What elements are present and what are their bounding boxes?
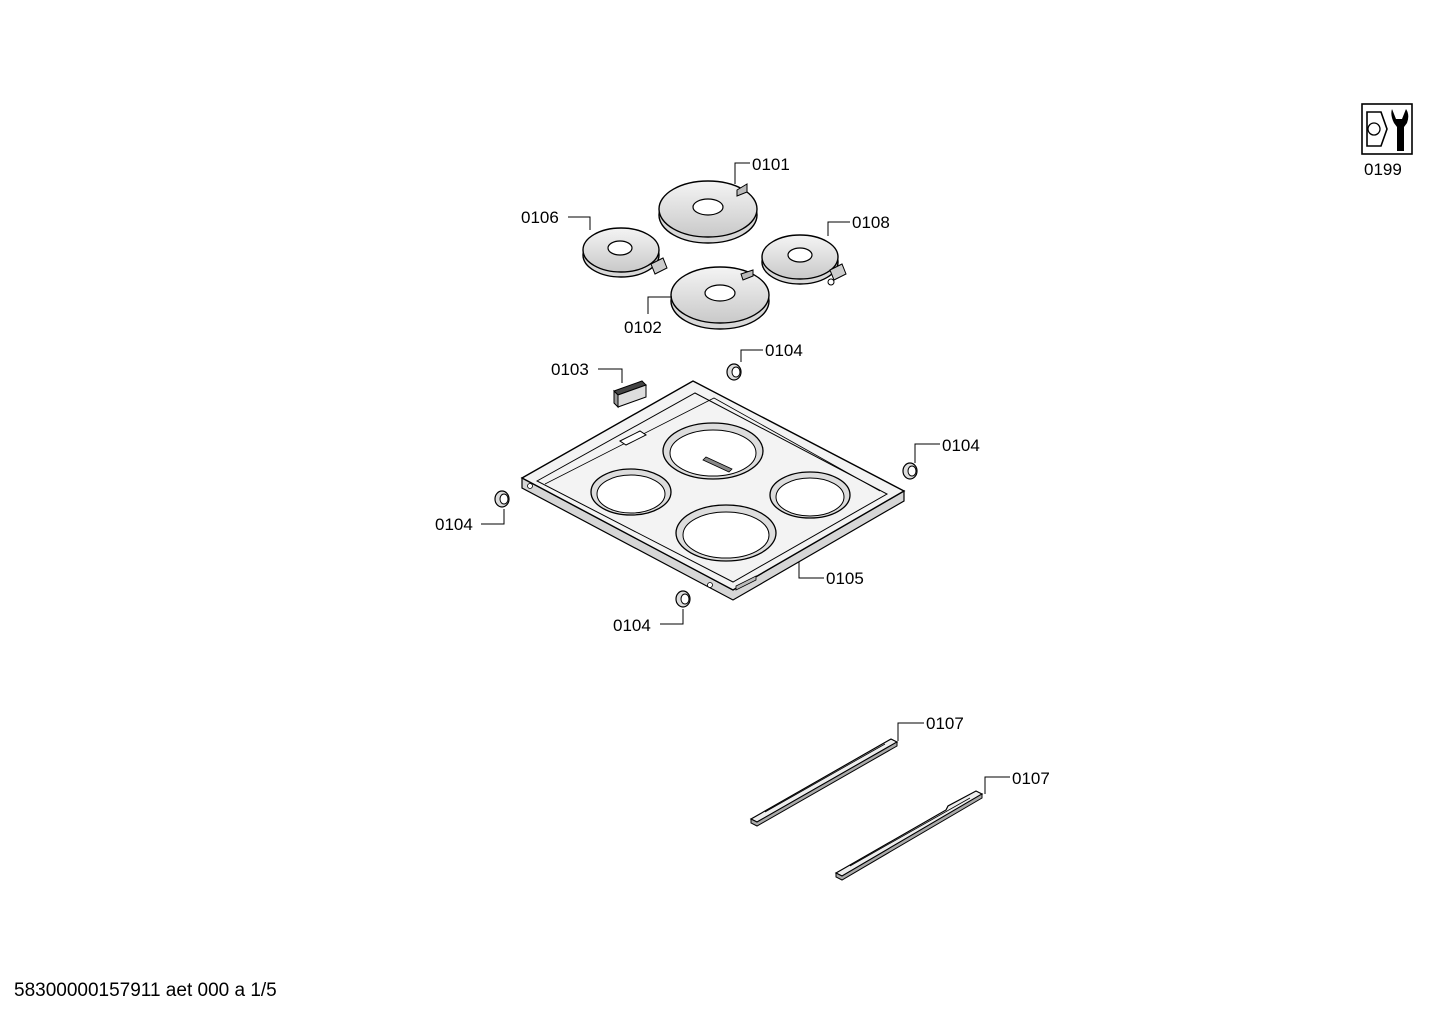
cooktop-panel-0105[interactable]	[520, 380, 906, 601]
label-0105: 0105	[826, 569, 864, 588]
label-0104-left: 0104	[435, 515, 473, 534]
label-0102: 0102	[624, 318, 662, 337]
label-0106: 0106	[521, 208, 559, 227]
label-0108: 0108	[852, 213, 890, 232]
hotplate-0102[interactable]	[670, 266, 770, 330]
document-id: 58300000157911 aet 000 a 1/5	[14, 980, 277, 1001]
label-0101: 0101	[752, 155, 790, 174]
nut-wrench-icon[interactable]	[1361, 103, 1413, 155]
label-0104-bottom: 0104	[613, 616, 651, 635]
hotplate-0106[interactable]	[582, 227, 668, 278]
label-0104-right: 0104	[942, 436, 980, 455]
trim-strip-0107-b[interactable]	[834, 790, 984, 881]
label-0103: 0103	[551, 360, 589, 379]
trim-strip-0107-a[interactable]	[749, 738, 899, 827]
knob-cap-0104-bottom[interactable]	[675, 590, 691, 608]
label-0199: 0199	[1364, 160, 1402, 179]
label-0104-top: 0104	[765, 341, 803, 360]
hotplate-0101[interactable]	[658, 180, 758, 244]
label-0107-b: 0107	[1012, 769, 1050, 788]
knob-cap-0104-left[interactable]	[494, 490, 510, 508]
clip-0103[interactable]	[613, 380, 647, 409]
label-0107-a: 0107	[926, 714, 964, 733]
hotplate-0108[interactable]	[761, 234, 847, 286]
knob-cap-0104-top[interactable]	[726, 363, 742, 381]
knob-cap-0104-right[interactable]	[902, 462, 918, 480]
